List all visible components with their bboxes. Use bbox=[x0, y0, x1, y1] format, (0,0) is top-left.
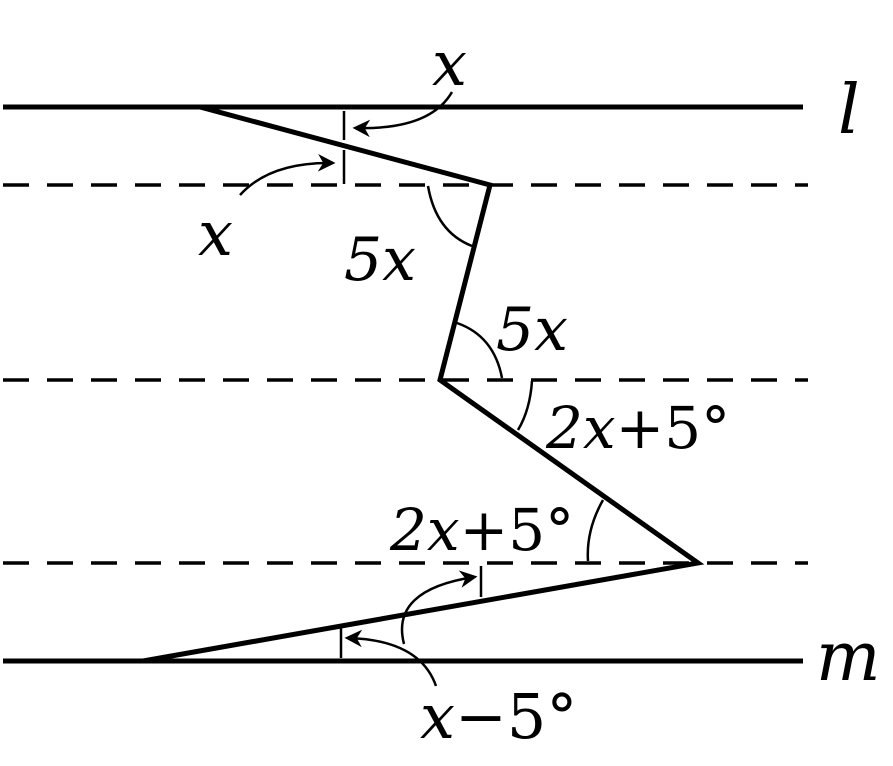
arrow-x-top bbox=[352, 91, 454, 138]
angle-label-2x5-left-var: 2x bbox=[389, 496, 460, 564]
angle-label-2x5-right-var: 2x bbox=[545, 394, 616, 462]
angle-arc-2x5-lower bbox=[586, 499, 605, 562]
angle-arc-2x5-upper bbox=[516, 380, 534, 431]
angle-label-x-minus-5: x−5° bbox=[420, 680, 577, 753]
angle-label-x-top: x bbox=[432, 27, 467, 100]
arrow-x-minus-5-upper bbox=[400, 570, 478, 645]
angle-label-5x-left: 5x bbox=[344, 225, 416, 295]
angle-label-2x5-left-const: +5° bbox=[460, 496, 575, 564]
arrow-x-left bbox=[239, 154, 336, 196]
line-l-label: l bbox=[838, 71, 860, 150]
angle-label-5x-right: 5x bbox=[496, 295, 568, 365]
angle-label-x-minus-5-const: −5° bbox=[455, 680, 577, 753]
angle-label-2x5-right: 2x+5° bbox=[545, 394, 730, 462]
angle-label-x-left: x bbox=[198, 197, 233, 270]
line-m-label: m bbox=[816, 618, 880, 697]
angle-arc-5x-upper bbox=[426, 185, 473, 248]
angle-label-2x5-left: 2x+5° bbox=[389, 496, 574, 564]
angle-label-2x5-right-const: +5° bbox=[616, 394, 731, 462]
angle-label-x-minus-5-var: x bbox=[420, 680, 455, 753]
zigzag-path bbox=[142, 104, 705, 664]
arrow-x-minus-5-lower bbox=[344, 629, 438, 687]
angle-arc-5x-lower bbox=[456, 321, 504, 379]
